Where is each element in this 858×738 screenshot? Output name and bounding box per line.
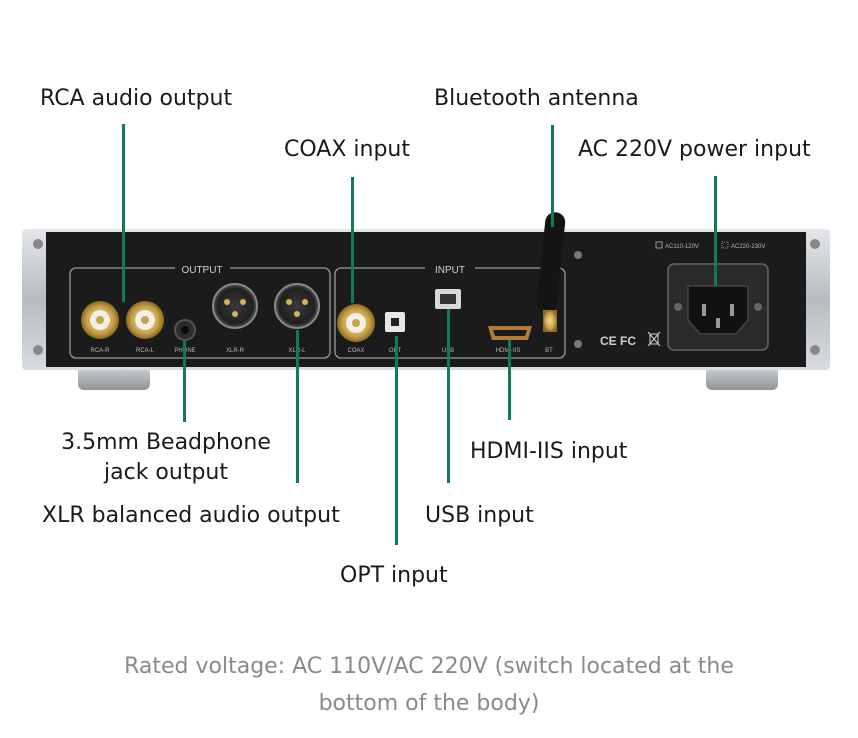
callout-ac-power-input: AC 220V power input — [578, 137, 811, 162]
weee-icon — [647, 331, 661, 347]
screw — [33, 239, 43, 249]
rated-voltage-line2: bottom of the body) — [318, 691, 540, 716]
leader-bluetooth — [551, 125, 554, 227]
port-label-xlr-r: XLR-R — [226, 348, 245, 354]
leader-xlr — [296, 330, 299, 483]
input-section-label: INPUT — [435, 265, 465, 276]
leader-usb — [447, 309, 450, 483]
screw — [810, 345, 820, 355]
callout-usb-input: USB input — [425, 503, 534, 528]
rca-r-jack — [81, 301, 119, 339]
leader-headphone — [183, 341, 186, 422]
ac-power-inlet — [667, 263, 769, 351]
usb-jack — [435, 289, 461, 309]
callout-hdmi-iis-input: HDMI-IIS input — [470, 439, 628, 464]
port-label-coax: COAX — [347, 348, 364, 354]
port-label-rca-l: RCA-L — [136, 348, 155, 354]
xlr-l-jack — [274, 283, 320, 329]
callout-rca-audio-output: RCA audio output — [40, 86, 233, 111]
screw — [574, 251, 582, 259]
cert-marks: CE FC — [600, 334, 636, 348]
callout-headphone-jack: 3.5mm Beadphone jack output — [50, 428, 282, 488]
right-foot — [706, 366, 778, 390]
leader-hdmi — [508, 340, 511, 420]
callout-bluetooth-antenna: Bluetooth antenna — [434, 86, 639, 111]
opt-jack — [385, 312, 405, 332]
callout-coax-input: COAX input — [284, 137, 410, 162]
port-label-rca-r: RCA-R — [91, 348, 111, 354]
output-section-label: OUTPUT — [181, 265, 222, 276]
callout-headphone-line2: jack output — [104, 460, 228, 485]
coax-jack — [337, 304, 375, 342]
screw — [574, 340, 582, 348]
callout-headphone-line1: 3.5mm Beadphone — [61, 430, 271, 455]
screw — [33, 345, 43, 355]
hdmi-jack — [488, 326, 532, 340]
voltage-110-label: AC110-120V — [665, 244, 699, 250]
xlr-r-jack — [212, 283, 258, 329]
rated-voltage-line1: Rated voltage: AC 110V/AC 220V (switch l… — [124, 654, 734, 679]
callout-xlr-balanced-output: XLR balanced audio output — [42, 503, 340, 528]
leader-coax — [351, 177, 354, 303]
rca-l-jack — [126, 301, 164, 339]
callout-opt-input: OPT input — [340, 563, 448, 588]
leader-rca — [122, 124, 125, 302]
rated-voltage-note: Rated voltage: AC 110V/AC 220V (switch l… — [40, 648, 818, 722]
bluetooth-antenna — [536, 212, 566, 332]
leader-ac-power — [714, 176, 717, 286]
leader-opt — [395, 336, 398, 545]
port-label-bt: BT — [545, 348, 553, 354]
screw — [810, 239, 820, 249]
left-foot — [78, 366, 150, 390]
voltage-220-label: AC220-230V — [731, 244, 765, 250]
phone-jack — [174, 319, 196, 341]
